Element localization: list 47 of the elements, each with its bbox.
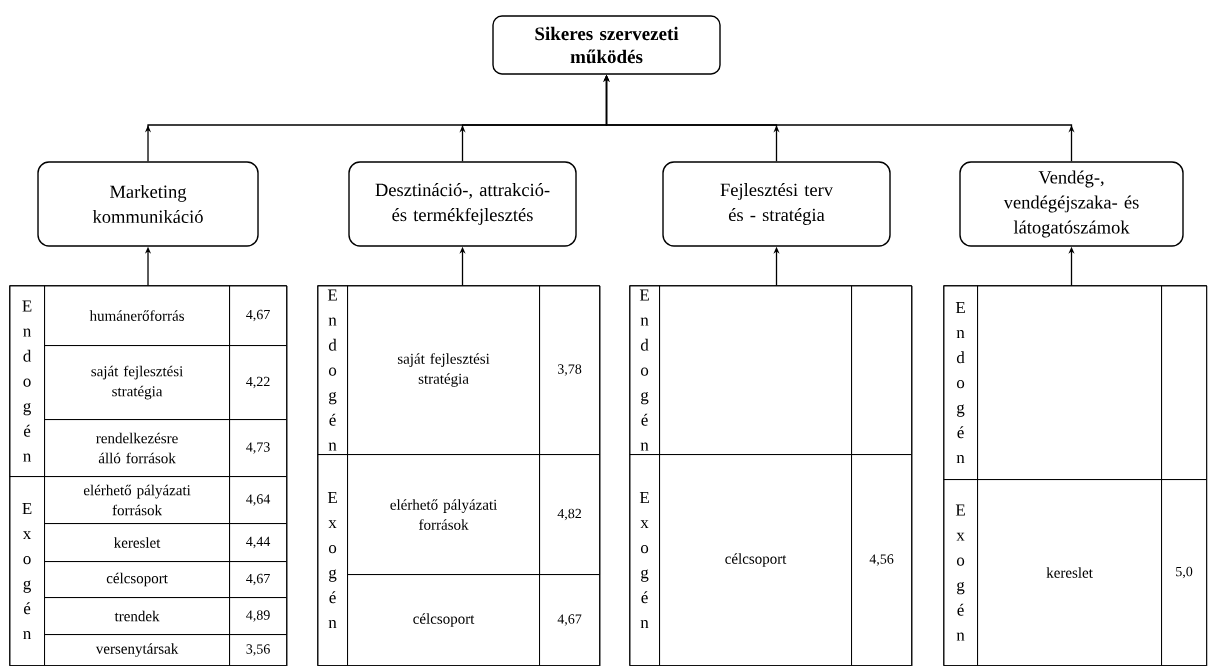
table-cell: 4,67: [539, 574, 600, 666]
table-cell: célcsoport: [44, 561, 230, 598]
table-cell: [851, 285, 912, 455]
table-cell: 5,0: [1161, 479, 1207, 666]
table-cell: [659, 285, 852, 455]
category-box: Fejlesztési terv és - stratégia: [662, 161, 891, 247]
table-cell: 4,67: [229, 561, 287, 598]
table-cell: 4,73: [229, 419, 287, 477]
table-cell: E n d o g é n: [317, 285, 348, 455]
table-cell: E n d o g é n: [943, 285, 978, 480]
table-cell: trendek: [44, 597, 230, 635]
table-cell: E x o g é n: [317, 454, 348, 666]
table-cell: célcsoport: [347, 574, 540, 666]
table-cell: E x o g é n: [629, 454, 660, 666]
table-cell: [977, 285, 1162, 480]
table-cell: E x o g é n: [9, 476, 45, 666]
table-cell: 4,82: [539, 454, 600, 575]
category-box: Desztináció-, attrakció- és termékfejlesztés: [348, 161, 577, 247]
table-cell: E x o g é n: [943, 479, 978, 666]
table-cell: 4,44: [229, 523, 287, 562]
table-frame: [9, 285, 288, 666]
table-cell: kereslet: [44, 523, 230, 562]
table-frame: [629, 285, 913, 666]
table-cell: célcsoport: [659, 454, 852, 666]
table-cell: saját fejlesztési stratégia: [44, 345, 230, 420]
table-cell: 4,56: [851, 454, 912, 666]
table-cell: 3,56: [229, 634, 287, 666]
table-cell: [1161, 285, 1207, 480]
table-cell: elérhető pályázati források: [44, 476, 230, 524]
table-cell: E n d o g é n: [9, 285, 45, 477]
table-cell: 4,64: [229, 476, 287, 524]
table-cell: elérhető pályázati források: [347, 454, 540, 575]
table-cell: humánerőforrás: [44, 285, 230, 346]
category-box: Vendég-, vendégéjszaka- és látogatószámok: [959, 161, 1184, 247]
table-cell: rendelkezésre álló források: [44, 419, 230, 477]
table-cell: 3,78: [539, 285, 600, 455]
table-cell: saját fejlesztési stratégia: [347, 285, 540, 455]
table-cell: 4,89: [229, 597, 287, 635]
table-cell: 4,22: [229, 345, 287, 420]
table-cell: versenytársak: [44, 634, 230, 666]
table-cell: 4,67: [229, 285, 287, 346]
table-frame: [317, 285, 601, 666]
category-box: Marketing kommunikáció: [37, 161, 259, 247]
table-frame: [943, 285, 1208, 666]
top-box: Sikeres szervezeti működés: [492, 15, 721, 75]
table-cell: E n d o g é n: [629, 285, 660, 455]
table-cell: kereslet: [977, 479, 1162, 666]
